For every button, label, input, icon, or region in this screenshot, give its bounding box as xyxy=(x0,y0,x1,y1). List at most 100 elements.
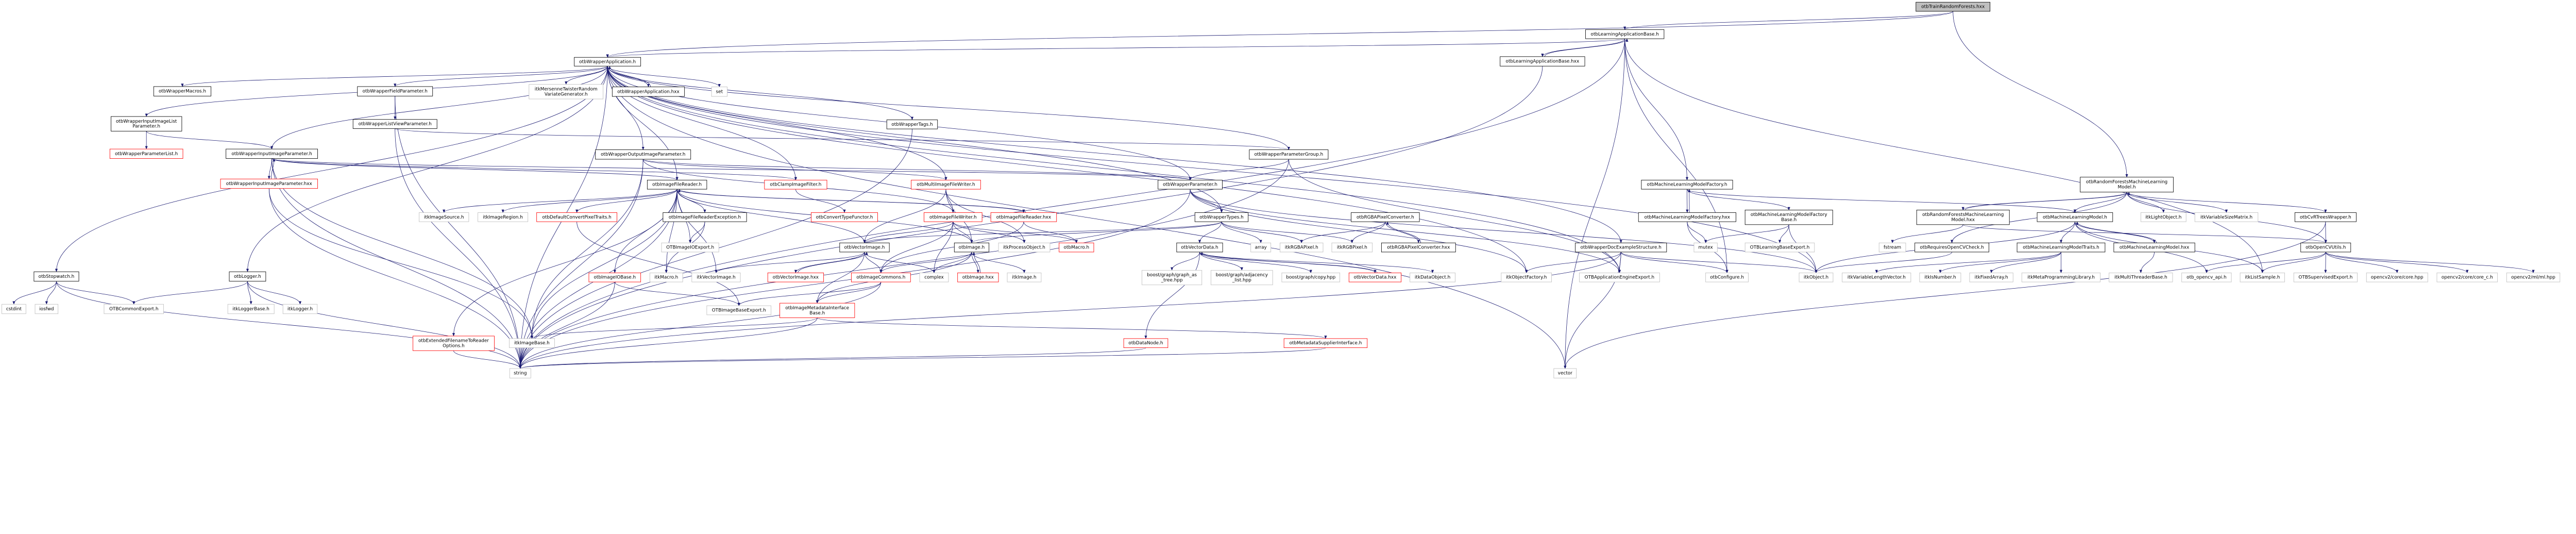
file-node-ctf[interactable]: otbConvertTypeFunctor.h xyxy=(811,212,878,222)
file-node-lv[interactable]: otbWrapperListViewParameter.h xyxy=(352,119,437,129)
file-node-labx[interactable]: otbLearningApplicationBase.hxx xyxy=(1500,56,1585,66)
file-node-lbe: OTBLearningBaseExport.h xyxy=(1744,242,1815,253)
file-node-roc[interactable]: otbRequiresOpenCVCheck.h xyxy=(1914,242,1989,253)
file-node-vdx[interactable]: otbVectorData.hxx xyxy=(1348,272,1402,282)
file-node-iiob[interactable]: otbImageIOBase.h xyxy=(588,272,641,282)
include-edge-wt-to-rgba xyxy=(1221,222,1303,243)
include-edge-rgbac-to-rgb xyxy=(1350,222,1386,243)
file-node-set: set xyxy=(711,87,727,97)
file-node-box xyxy=(1919,272,1961,282)
file-node-oip[interactable]: otbWrapperOutputImageParameter.h xyxy=(595,149,691,160)
file-node-omac[interactable]: otbMacro.h xyxy=(1059,242,1094,253)
file-node-label: otbWrapperListViewParameter.h xyxy=(359,122,432,127)
file-node-label: otbVectorImage.hxx xyxy=(773,275,819,280)
file-node-iipx[interactable]: otbWrapperInputImageParameter.hxx xyxy=(220,178,318,189)
file-node-box xyxy=(1744,242,1815,253)
file-node-iip[interactable]: otbWrapperInputImageParameter.h xyxy=(226,148,318,159)
include-edge-imib-to-msi xyxy=(817,318,1327,339)
file-node-box xyxy=(1250,242,1272,253)
file-node-mlmx[interactable]: otbMachineLearningModel.hxx xyxy=(2113,242,2195,253)
file-node-mlfx[interactable]: otbMachineLearningModelFactory.hxx xyxy=(1638,212,1736,222)
file-node-label: itkImageBase.h xyxy=(514,341,550,346)
file-node-appx[interactable]: otbWrapperApplication.hxx xyxy=(612,87,685,97)
file-node-box xyxy=(574,57,641,66)
file-node-msi[interactable]: otbMetadataSupplierInterface.h xyxy=(1283,338,1368,348)
file-node-box xyxy=(1842,272,1911,282)
include-edge-rgbac-to-rgbacx xyxy=(1385,222,1420,243)
include-edge-dcpt-to-ibexp xyxy=(577,222,740,306)
file-node-img[interactable]: otbImage.h xyxy=(954,242,990,253)
file-node-label: Parameter.h xyxy=(132,124,160,129)
file-node-mlm[interactable]: otbMachineLearningModel.h xyxy=(2037,212,2113,222)
file-node-field[interactable]: otbWrapperFieldParameter.h xyxy=(357,86,433,96)
file-node-label: otbWrapperParameter.h xyxy=(1163,182,1217,188)
include-edge-app-to-tags xyxy=(607,66,913,121)
include-edge-vix-to-vi xyxy=(798,252,868,273)
file-node-param[interactable]: otbWrapperParameter.h xyxy=(1158,179,1223,190)
include-edge-wt-to-array xyxy=(1221,222,1262,243)
file-node-box xyxy=(711,87,727,97)
file-node-box xyxy=(413,336,495,351)
include-edge-trf-to-app xyxy=(606,11,1954,58)
file-node-box xyxy=(691,272,741,282)
include-edge-msi-to-string xyxy=(519,347,1326,369)
file-node-box xyxy=(612,87,685,97)
file-node-ifrx[interactable]: otbImageFileReader.hxx xyxy=(990,212,1057,222)
file-node-plist[interactable]: otbWrapperParameterList.h xyxy=(109,148,183,159)
file-node-wt[interactable]: otbWrapperTypes.h xyxy=(1194,212,1249,222)
include-edge-vi-to-vix xyxy=(794,252,865,273)
file-node-ifre[interactable]: otbImageFileReaderException.h xyxy=(663,212,747,222)
include-edge-mifw-to-vi xyxy=(863,189,946,243)
file-node-label: iosfwd xyxy=(39,307,54,312)
file-node-lab[interactable]: otbLearningApplicationBase.h xyxy=(1585,29,1665,39)
include-edge-log-to-ilog xyxy=(247,281,302,305)
include-edge-mlf-to-mlfb xyxy=(1687,189,1790,211)
file-node-clamp[interactable]: otbClampImageFilter.h xyxy=(764,179,827,190)
file-node-box xyxy=(1501,272,1552,282)
file-node-label: otbTrainRandomForests.hxx xyxy=(1921,5,1985,10)
file-node-dn[interactable]: otbDataNode.h xyxy=(1123,338,1168,348)
file-node-ifw[interactable]: otbImageFileWriter.h xyxy=(924,212,982,222)
file-node-mac[interactable]: otbWrapperMacros.h xyxy=(153,86,212,96)
file-node-tags[interactable]: otbWrapperTags.h xyxy=(886,120,938,129)
file-node-mifw[interactable]: otbMultiImageFileWriter.h xyxy=(911,179,981,190)
file-node-box xyxy=(352,119,437,129)
file-node-vd[interactable]: otbVectorData.h xyxy=(1176,242,1223,253)
file-node-bgt: boost/graph/graph_as_tree.hpp xyxy=(1142,270,1202,286)
file-node-log[interactable]: otbLogger.h xyxy=(229,271,266,282)
include-edge-oip-to-string xyxy=(519,159,643,369)
file-node-box xyxy=(1142,270,1202,286)
file-node-vix[interactable]: otbVectorImage.hxx xyxy=(767,272,824,282)
file-node-mlf[interactable]: otbMachineLearningModelFactory.h xyxy=(1641,179,1733,190)
file-node-label: otbRandomForestsMachineLearning xyxy=(2086,180,2167,185)
file-node-rgbacx[interactable]: otbRGBAPixelConverter.hxx xyxy=(1381,242,1456,253)
file-node-imgx[interactable]: otbImage.hxx xyxy=(957,272,999,282)
file-node-ocv[interactable]: otbOpenCVUtils.h xyxy=(2300,242,2351,253)
file-node-dcpt[interactable]: otbDefaultConvertPixelTraits.h xyxy=(536,212,617,222)
file-node-rgbac[interactable]: otbRGBAPixelConverter.h xyxy=(1351,212,1420,222)
file-node-sw[interactable]: otbStopwatch.h xyxy=(33,271,79,282)
file-node-trf[interactable]: otbTrainRandomForests.hxx xyxy=(1916,2,1991,12)
include-edge-app-to-wt xyxy=(607,66,1223,213)
include-edge-ifrx-to-omac xyxy=(1023,222,1078,243)
file-node-app[interactable]: otbWrapperApplication.h xyxy=(574,57,641,66)
file-node-ifr[interactable]: otbImageFileReader.h xyxy=(647,179,707,190)
file-node-label: VariateGenerator.h xyxy=(545,92,588,97)
file-node-cvrt[interactable]: otbCvRTreesWrapper.h xyxy=(2294,212,2357,222)
file-node-ic[interactable]: otbImageCommons.h xyxy=(851,272,911,282)
file-node-dex[interactable]: otbWrapperDocExampleStructure.h xyxy=(1575,242,1667,253)
file-node-ibexp: OTBImageBaseExport.h xyxy=(706,305,772,315)
file-node-pg[interactable]: otbWrapperParameterGroup.h xyxy=(1249,149,1329,160)
file-node-box xyxy=(919,272,949,282)
file-node-mlt[interactable]: otbMachineLearningModelTraits.h xyxy=(2016,242,2106,253)
file-node-vi[interactable]: otbVectorImage.h xyxy=(839,242,890,253)
file-node-box xyxy=(35,304,59,314)
include-edge-oip-to-param xyxy=(642,159,1192,180)
file-node-label: otbImageMetadataInterface xyxy=(785,306,849,311)
